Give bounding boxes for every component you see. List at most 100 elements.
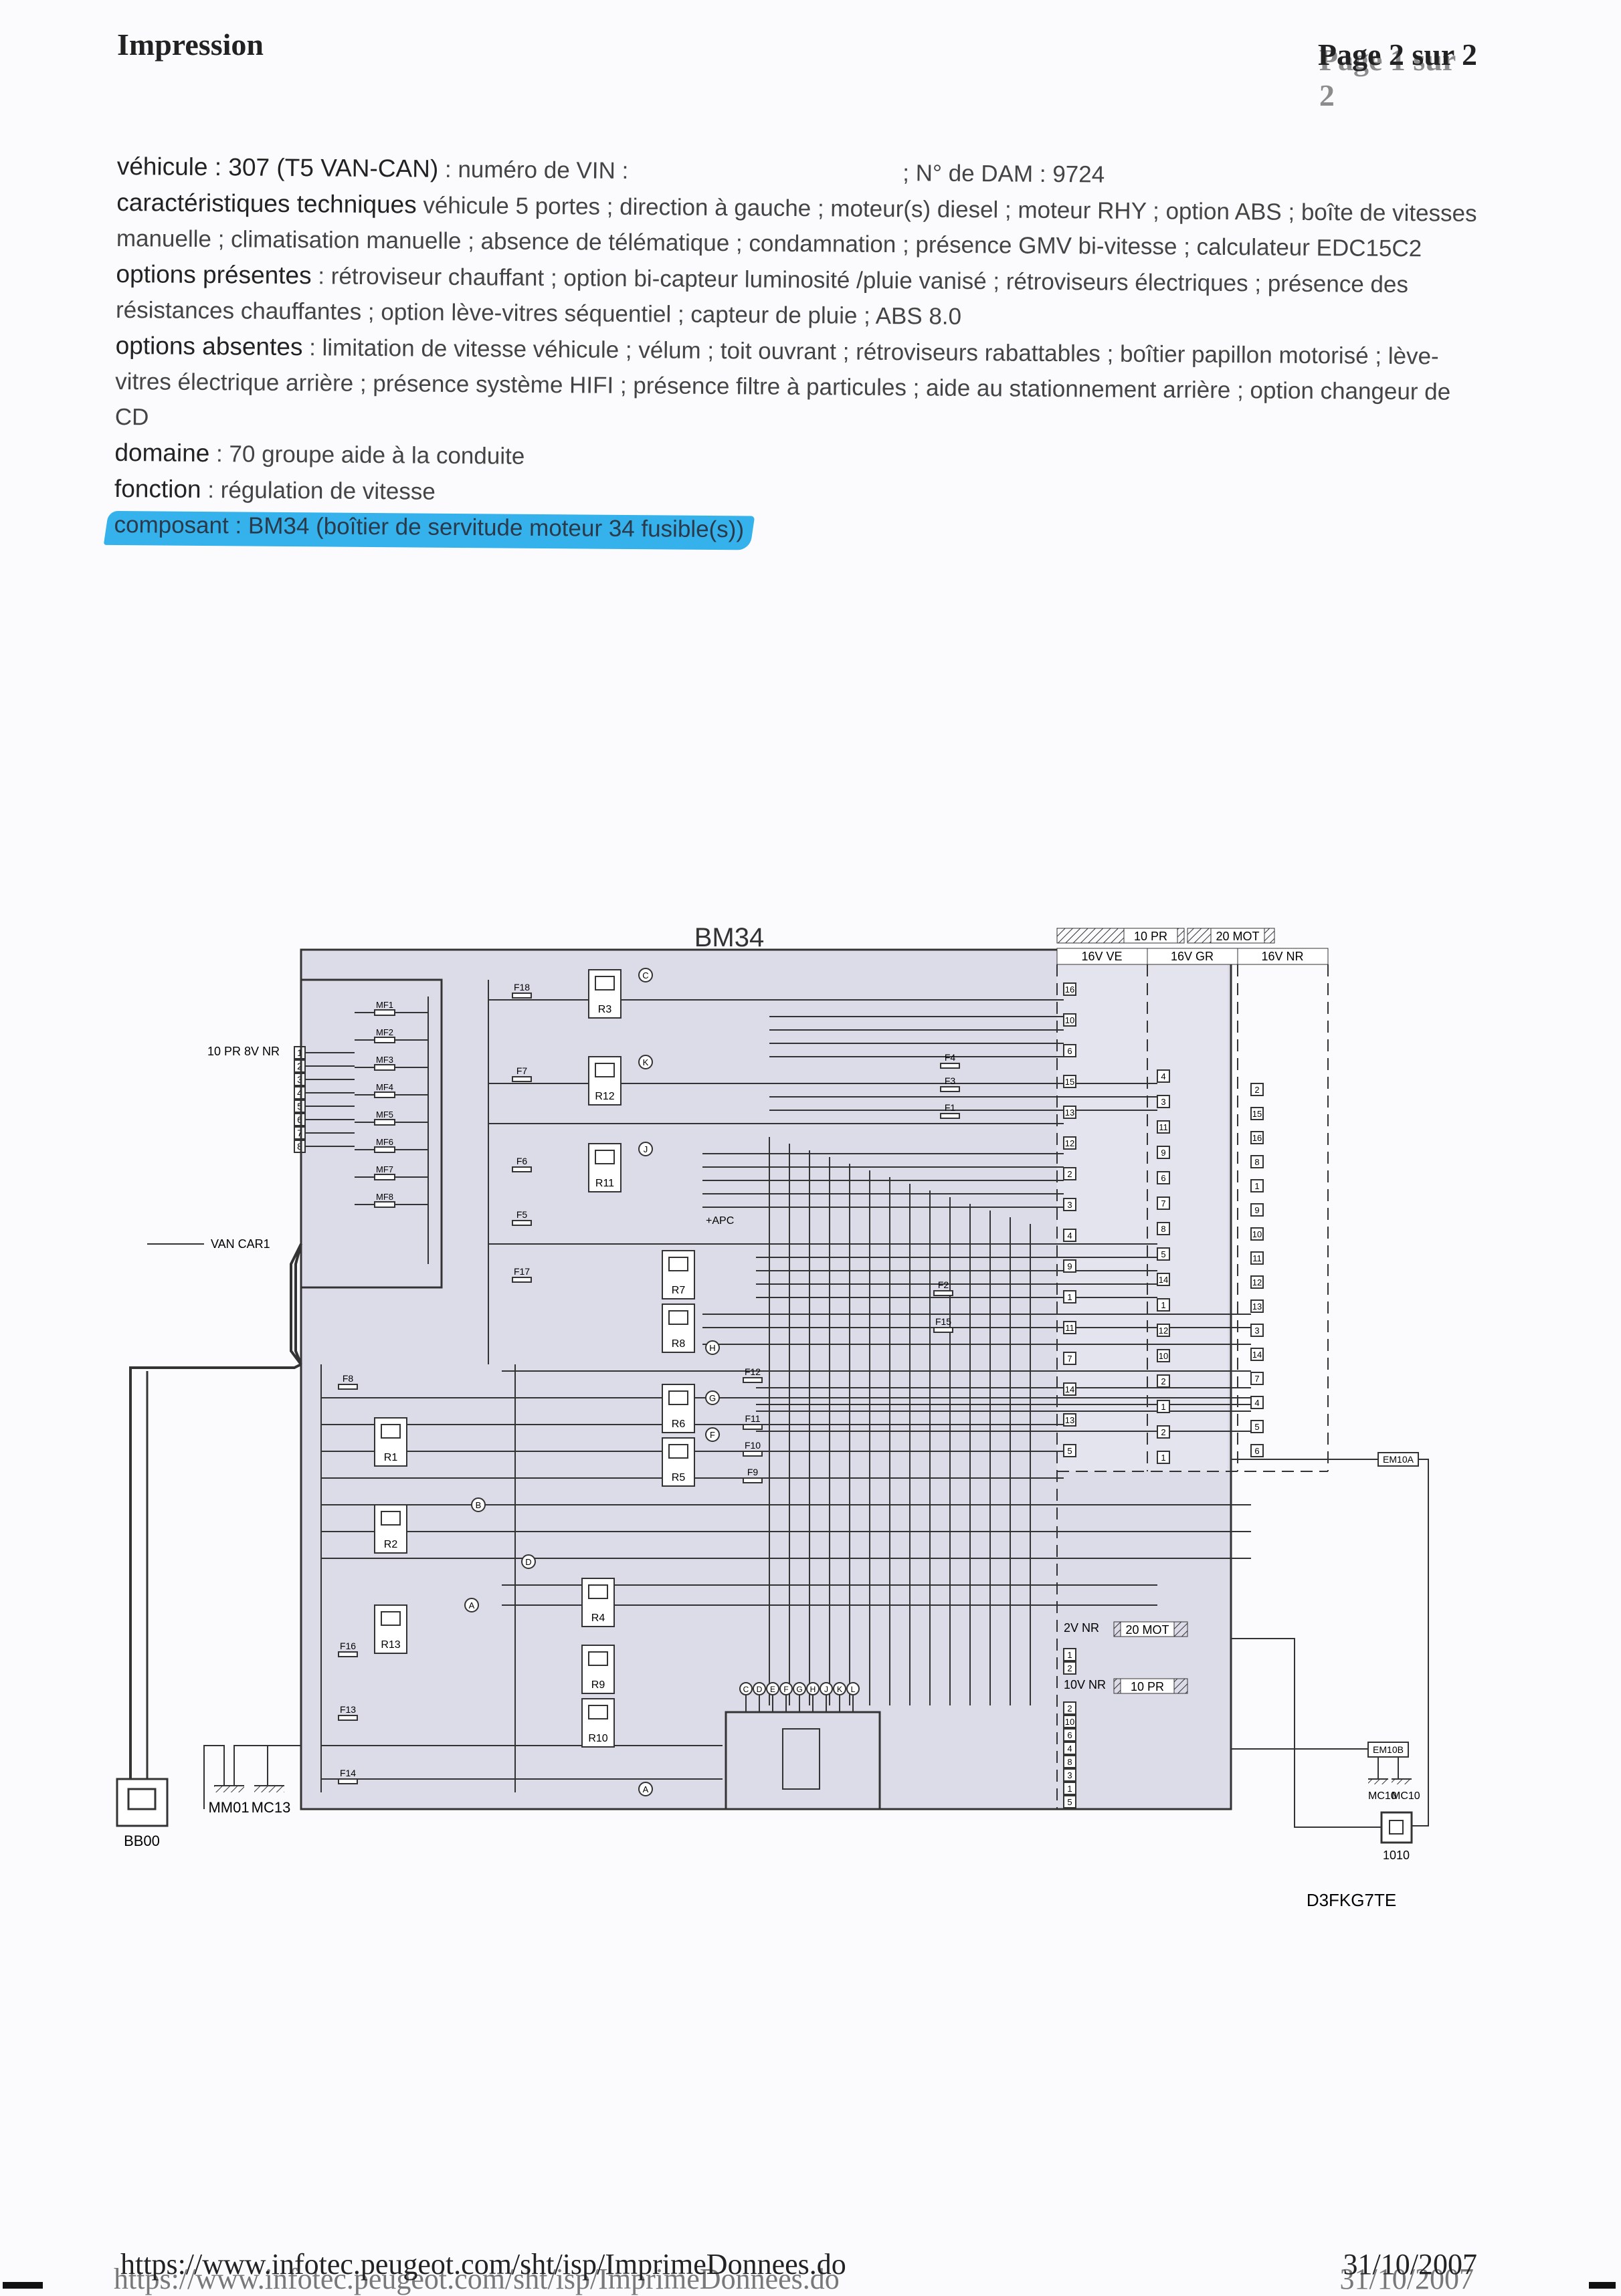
left-pin-label: 2 [297,1061,302,1071]
mf-block [300,978,443,1289]
fuse-label: F7 [516,1065,528,1076]
fuse-body [338,1778,358,1784]
col-ve-pin-label: 1 [1067,1292,1072,1302]
relay-coil [668,1310,688,1325]
col-ve-pin-box [1063,1044,1076,1057]
col-gr-pin-label: 1 [1161,1453,1165,1463]
footer-date-ghost: 31/10/2007 [1339,2263,1474,2295]
col-nr-pin-box [1250,1372,1264,1385]
col-gr-pin-label: 5 [1161,1249,1165,1259]
zone-10pr-label-box [1123,928,1178,944]
left-pin-label: 7 [297,1128,302,1138]
col-gr-pin-label: 14 [1159,1275,1168,1285]
footer-url-text: https://www.infotec.peugeot.com/sht/isp/… [120,2248,846,2281]
relay-label: R10 [588,1733,607,1744]
fuse-label: F3 [945,1075,956,1086]
composant-text: composant : BM34 (boîtier de servitude m… [114,511,745,543]
col-gr-pin-box [1157,1171,1170,1184]
page-number: Page 1 sur 2 Page 2 sur 2 [1318,37,1477,112]
connector-area-shade [1057,953,1228,1471]
col-nr-pin-box [1250,1324,1264,1337]
relay-tag-label: D [525,1557,531,1567]
em10a-label: EM10A [1383,1454,1414,1465]
col-ve-pin-box [1063,1290,1076,1303]
fuse-label: F16 [340,1641,356,1651]
fuse-body [338,1715,358,1721]
component-1010-inner [1389,1820,1404,1835]
col-gr-pin-label: 1 [1161,1300,1165,1310]
mf-fuse-label: MF7 [376,1164,393,1174]
footer-url-ghost: https://www.infotec.peugeot.com/sht/isp/… [114,2263,840,2295]
col-nr-pin-label: 3 [1254,1326,1259,1336]
fuse-body [512,1220,532,1226]
carac-line: caractéristiques techniques véhicule 5 p… [116,185,1482,267]
conn-10v-pin-label: 1 [1067,1784,1072,1794]
col-nr-pin-box [1250,1420,1264,1433]
col-ve-pin-box [1063,1444,1076,1457]
col-ve-pin-label: 9 [1067,1261,1072,1271]
col-ve-pin-label: 13 [1065,1108,1074,1118]
relay-tag-circle [638,1055,653,1069]
col-nr-pin-box [1250,1396,1264,1409]
fuse-body [338,1384,358,1390]
col-gr-pin-label: 10 [1159,1351,1168,1361]
fuse-body [743,1451,763,1457]
col-nr-pin-box [1250,1131,1264,1144]
conn-10v-zone-label: 10 PR [1131,1680,1164,1693]
conn-10v-pin-label: 2 [1067,1703,1072,1713]
ic-pin-label: E [770,1685,775,1694]
relay-box [588,1056,622,1106]
col-ve-pin-box [1063,1075,1076,1088]
col-ve-pin-box [1063,1136,1076,1150]
fuse-label: F8 [343,1373,354,1384]
col-ve-pin-label: 4 [1067,1231,1072,1241]
left-connector-label: 10 PR 8V NR [207,1045,280,1058]
relay-label: R12 [595,1091,614,1102]
van-car-label: VAN CAR1 [211,1237,270,1251]
wiring-diagram-svg: BM34 10 PR 20 MOT 16V VE 16V GR 16V NR 1… [116,923,1429,1910]
col-ve-pin-box [1063,1321,1076,1334]
relay-label: R5 [672,1472,686,1483]
col-gr-pin-label: 2 [1161,1376,1165,1386]
fuse-label: F4 [945,1052,956,1063]
conn-10v-pin-box [1063,1742,1076,1755]
relay-coil [595,1063,615,1077]
conn-2v-pin-box [1063,1648,1076,1661]
col-ve-pin-label: 11 [1065,1323,1074,1333]
col-ve-pin-box [1063,1382,1076,1396]
fuse-body [512,1277,532,1283]
relay-tag-circle [471,1497,486,1512]
col-gr-pin-label: 6 [1161,1173,1165,1183]
left-pin-label: 6 [297,1114,302,1125]
relay-coil [588,1705,608,1719]
col-gr-pin-box [1157,1273,1170,1286]
relay-tag-circle [705,1390,720,1405]
col-gr-pin-box [1157,1095,1170,1108]
ic-pin-label: G [796,1685,802,1694]
page-number-ghost: Page 1 sur 2 [1319,43,1456,112]
col-nr-pin-box [1250,1083,1264,1096]
fuse-body [933,1327,953,1333]
scan-mark-right [1589,2282,1616,2289]
col-ve-pin-box [1063,1013,1076,1027]
conn-10v-label: 10V NR [1064,1678,1106,1691]
relay-tag-label: F [710,1430,715,1440]
em10b-wire [1231,1748,1399,1779]
relay-coil [588,1584,608,1599]
mf-fuse [374,1119,395,1126]
conn-10v-pin-label: 6 [1067,1730,1072,1740]
relay-tag-label: B [476,1500,482,1510]
carac-label: caractéristiques techniques [116,188,417,219]
col-nr-pin-label: 9 [1254,1205,1259,1215]
footer-date: 31/10/2007 31/10/2007 [1340,2247,1477,2295]
relay-coil [595,1150,615,1164]
mf-fuse-label: MF1 [376,1000,393,1010]
mf-fuse-label: MF3 [376,1055,393,1065]
mc10-ground-1 [1368,1778,1388,1784]
zone-20mot-label-box [1210,928,1265,944]
left-pin-label: 8 [297,1141,302,1152]
conn-2v-zone-label: 20 MOT [1125,1623,1169,1637]
col-gr-pin-box [1157,1349,1170,1362]
mf-fuse [374,1037,395,1043]
relay-box [581,1645,615,1694]
